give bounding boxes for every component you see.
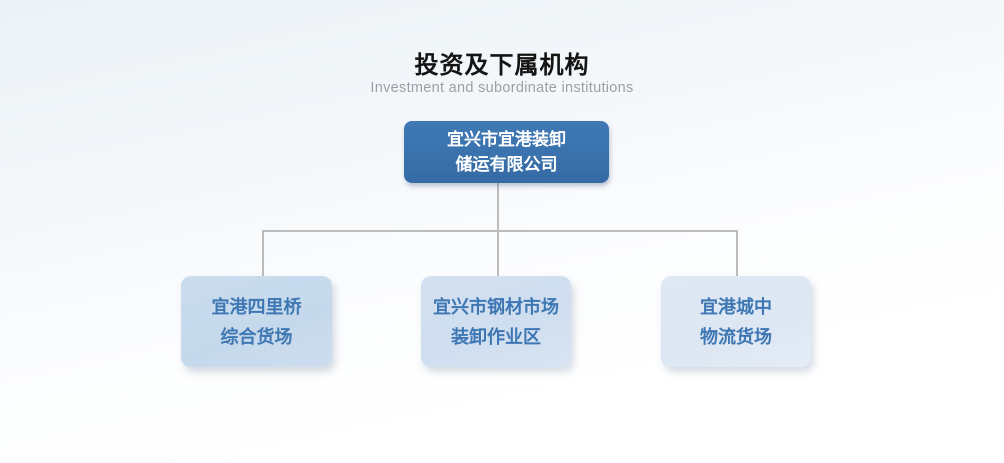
org-node-root-label-line1: 宜兴市宜港装卸 [447,130,566,149]
org-node-child-2-label-line1: 宜兴市钢材市场 [433,296,559,317]
org-node-child-1-label-line1: 宜港四里桥 [211,296,302,317]
connector-left-drop-line [262,230,264,277]
org-node-child-3-label-line2: 物流货场 [700,326,772,347]
org-node-child-2: 宜兴市钢材市场 装卸作业区 [421,276,571,367]
org-node-child-3-label-line1: 宜港城中 [700,296,772,317]
connector-middle-drop-line [497,230,499,277]
org-node-child-2-label-line2: 装卸作业区 [451,326,541,347]
connector-right-drop-line [736,230,738,277]
org-node-child-1: 宜港四里桥 综合货场 [181,276,332,367]
connector-horizontal-line [262,230,738,232]
page-title: 投资及下属机构 [414,52,590,79]
org-node-root-label-line2: 储运有限公司 [455,155,558,174]
org-node-child-3: 宜港城中 物流货场 [661,276,811,367]
org-node-root: 宜兴市宜港装卸 储运有限公司 [404,121,609,183]
page-subtitle: Investment and subordinate institutions [370,80,634,96]
connector-root-drop-line [497,183,499,232]
org-node-child-1-label-line2: 综合货场 [220,326,293,347]
